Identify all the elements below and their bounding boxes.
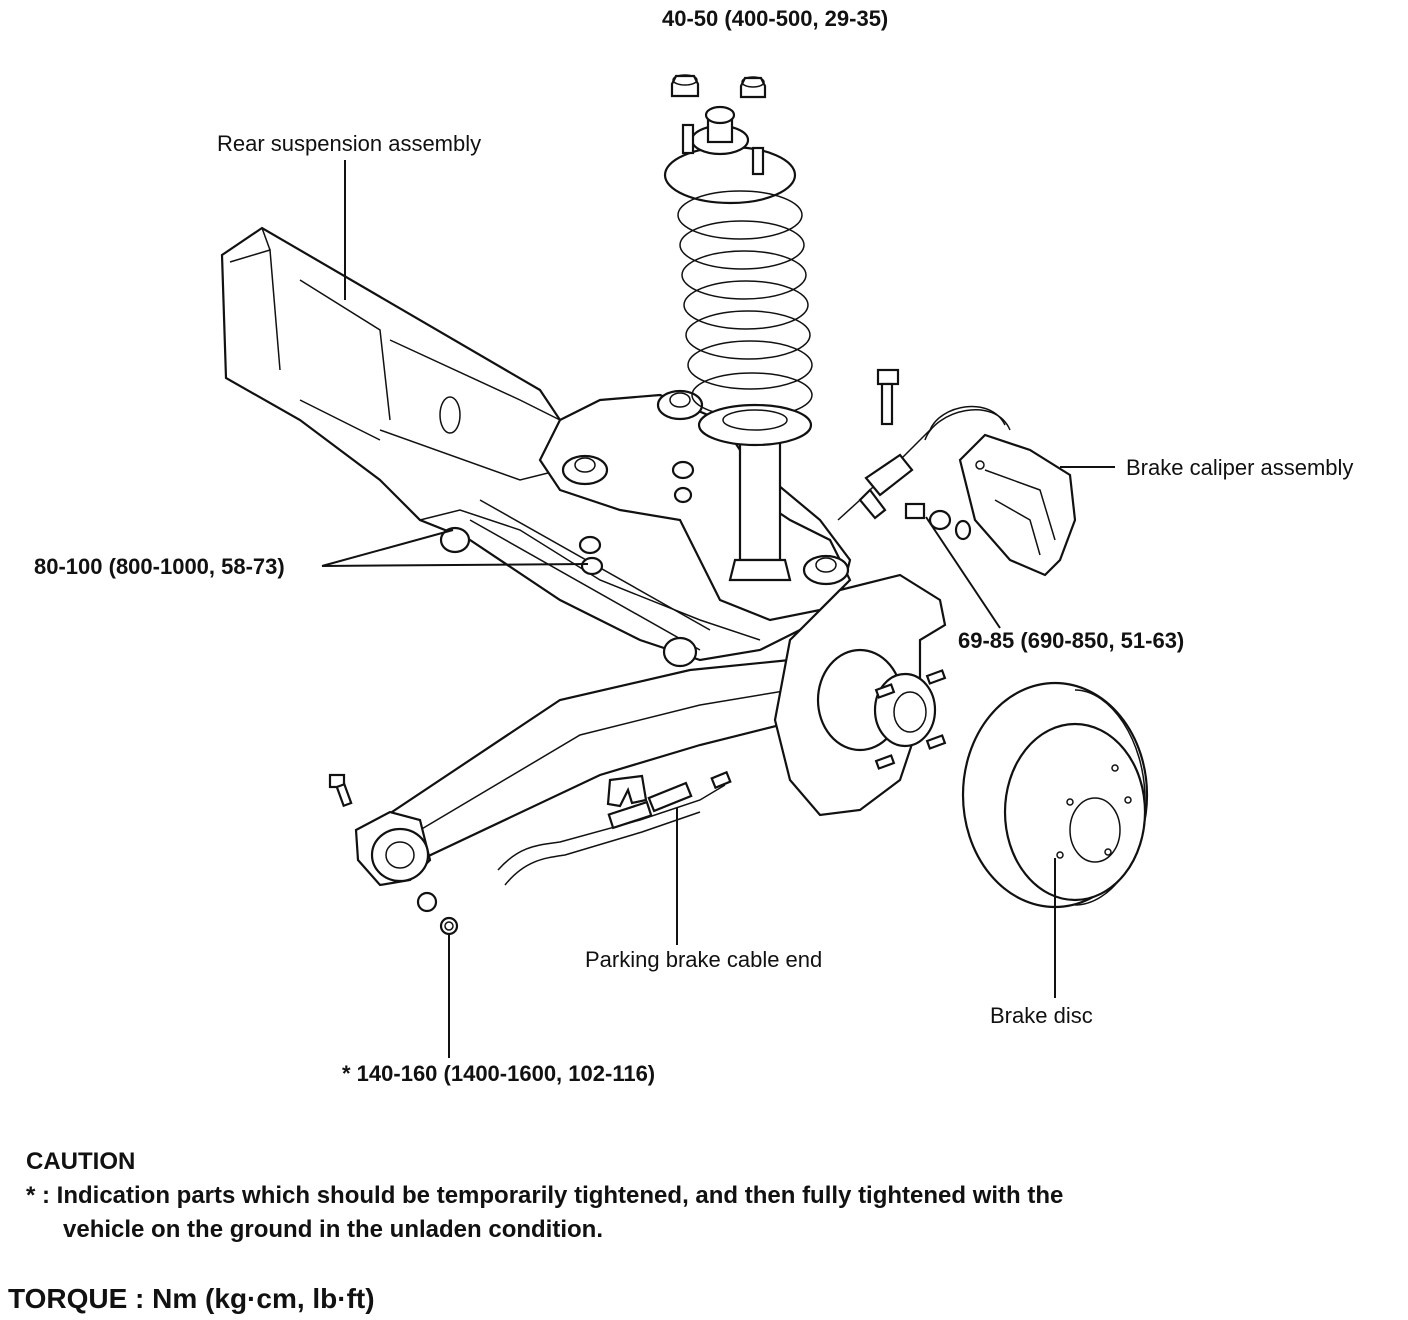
leader-lines	[321, 160, 1115, 1058]
strut-torque-label: 40-50 (400-500, 29-35)	[662, 6, 889, 31]
strut-assembly	[663, 105, 813, 582]
caution-line-1: * : Indication parts which should be tem…	[26, 1182, 1064, 1209]
strut-nuts	[670, 74, 767, 99]
caution-line-2: vehicle on the ground in the unladen con…	[63, 1216, 603, 1243]
crossmember-torque-label: 80-100 (800-1000, 58-73)	[34, 554, 285, 579]
brake-disc-drawing	[961, 681, 1149, 909]
rear-suspension-assembly-label: Rear suspension assembly	[217, 131, 482, 156]
trailing-arm-torque-label: * 140-160 (1400-1600, 102-116)	[342, 1061, 656, 1086]
brake-disc-label: Brake disc	[990, 1003, 1093, 1028]
trailing-arm	[354, 658, 802, 887]
hub-backing-plate	[773, 573, 947, 817]
parking-brake-cable-end-label: Parking brake cable end	[585, 947, 823, 972]
arm-bolts	[328, 773, 459, 936]
torque-units-note: TORQUE : Nm (kg·cm, lb·ft)	[8, 1283, 375, 1314]
parking-brake-cable	[497, 770, 732, 886]
caliper-torque-label: 69-85 (690-850, 51-63)	[958, 628, 1185, 653]
brake-caliper-drawing	[837, 368, 1077, 577]
caution-title: CAUTION	[26, 1148, 136, 1175]
brake-caliper-assembly-label: Brake caliper assembly	[1126, 455, 1354, 480]
